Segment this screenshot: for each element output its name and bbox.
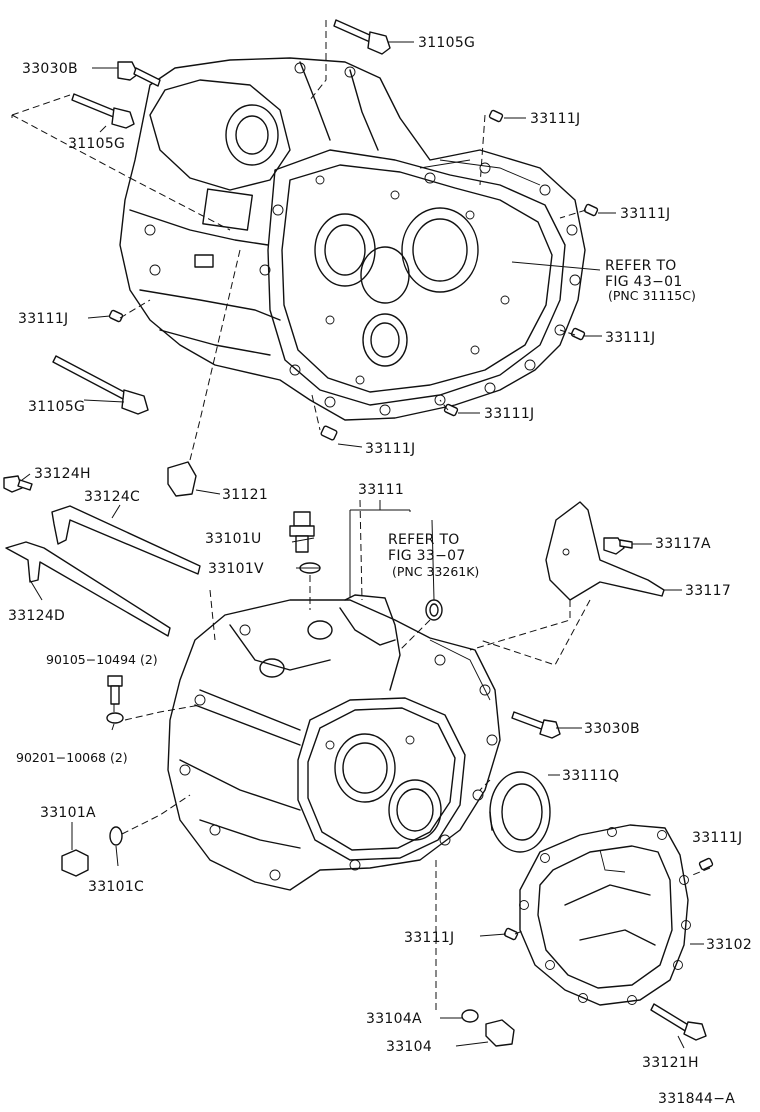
label-33111J-1: 33111J (530, 111, 580, 127)
refer-note-1-line1: REFER TO (605, 258, 677, 274)
label-33111J-2: 33111J (620, 206, 670, 222)
label-33111J-6: 33111J (365, 441, 415, 457)
label-33111J-8: 33111J (404, 930, 454, 946)
label-31121: 31121 (222, 487, 268, 503)
label-33030B-top: 33030B (22, 61, 78, 77)
label-33104A: 33104A (366, 1011, 422, 1027)
part-number-labels: 31105G 33030B 31105G 33111J 33111J 33111… (8, 35, 752, 1107)
refer-note-fig-33-07: REFER TO FIG 33−07 (PNC 33261K) (388, 532, 479, 579)
label-33101U: 33101U (205, 531, 262, 547)
bolt-31105G-bottom-icon (52, 355, 149, 415)
label-90201-10068: 90201−10068 (2) (16, 750, 128, 765)
label-33111: 33111 (358, 482, 404, 498)
bolt-33030B-right-icon (511, 711, 561, 739)
assembly-dashed-lines (11, 20, 711, 1012)
bolt-33117A-icon (603, 537, 633, 555)
washer-90201-icon (106, 712, 124, 724)
refer-note-1-line3: (PNC 31115C) (608, 288, 696, 303)
bolt-33121H-icon (650, 1003, 707, 1041)
gasket-33101C-icon (109, 826, 123, 846)
plate-33124D-icon (5, 541, 171, 637)
refer-note-2-line2: FIG 33−07 (388, 548, 466, 564)
switch-33101U-icon (289, 511, 315, 553)
seal-33111Q-icon (489, 771, 551, 853)
plug-31121-icon (167, 461, 197, 497)
label-33111J-5: 33111J (484, 406, 534, 422)
label-31105G-top: 31105G (418, 35, 475, 51)
plug-33101A-icon (61, 849, 89, 877)
gasket-33104A-icon (461, 1009, 479, 1023)
case-cover-33102 (519, 824, 691, 1006)
refer-note-1-line2: FIG 43−01 (605, 274, 683, 290)
label-33111J-3: 33111J (18, 311, 68, 327)
label-90105-10494: 90105−10494 (2) (46, 652, 158, 667)
bolt-31105G-left-icon (71, 93, 135, 129)
cover-bolt-holes (519, 827, 691, 1005)
label-33104: 33104 (386, 1039, 432, 1055)
refer-note-2-line1: REFER TO (388, 532, 460, 548)
label-33102: 33102 (706, 937, 752, 953)
bolt-33030B-top-icon (117, 61, 161, 87)
label-33124C: 33124C (84, 489, 140, 505)
label-33124D: 33124D (8, 608, 65, 624)
bolt-33124H-icon (3, 475, 33, 493)
label-31105G-left: 31105G (68, 136, 125, 152)
dowel-pin-icons (108, 109, 714, 941)
label-33101A: 33101A (40, 805, 96, 821)
label-33111J-4: 33111J (605, 330, 655, 346)
label-33101V: 33101V (208, 561, 264, 577)
seal-33261K-icon (425, 599, 443, 621)
label-33101C: 33101C (88, 879, 144, 895)
label-33117: 33117 (685, 583, 731, 599)
transaxle-case-lower (167, 594, 501, 891)
bolt-90105-icon (107, 675, 123, 705)
case-bolt-holes-lower (179, 624, 498, 881)
plug-33104-icon (485, 1019, 515, 1047)
label-31105G-bottom: 31105G (28, 399, 85, 415)
label-33117A: 33117A (655, 536, 711, 552)
housing-bolt-holes-upper (144, 62, 581, 416)
bracket-33117-icon (545, 501, 665, 601)
bolt-31105G-top-icon (333, 19, 391, 55)
figure-code: 331844−A (658, 1091, 735, 1107)
transaxle-housing-upper (119, 57, 586, 421)
plate-33124C-icon (51, 505, 201, 575)
leader-lines (21, 41, 704, 1049)
label-33111J-7: 33111J (692, 830, 742, 846)
label-33124H: 33124H (34, 466, 91, 482)
refer-note-fig-43-01: REFER TO FIG 43−01 (PNC 31115C) (605, 258, 696, 303)
label-33030B-right: 33030B (584, 721, 640, 737)
refer-note-2-line3: (PNC 33261K) (392, 564, 479, 579)
label-33121H: 33121H (642, 1055, 699, 1071)
label-33111Q: 33111Q (562, 768, 619, 784)
